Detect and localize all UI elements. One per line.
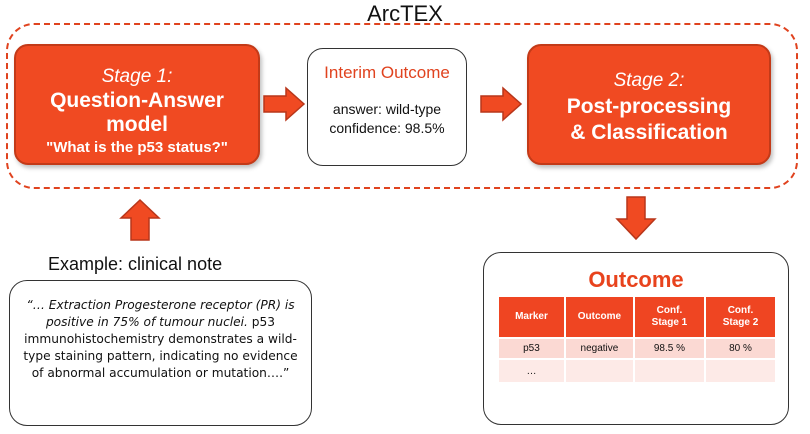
arrow-down-icon: [615, 196, 657, 241]
header-conf-stage2: Conf. Stage 2: [705, 297, 775, 337]
stage2-name: Post-processing & Classification: [566, 95, 732, 144]
outcome-title: Outcome: [588, 267, 684, 292]
header-marker: Marker: [499, 297, 564, 337]
note-text-p53: p53 immunohistochemistry demonstrates a …: [23, 315, 298, 380]
cell-conf-stage2: [705, 360, 775, 382]
table-row: p53 negative 98.5 % 80 %: [499, 339, 775, 358]
header-conf-stage1: Conf. Stage 1: [634, 297, 704, 337]
example-label: Example: clinical note: [48, 254, 223, 274]
stage1-question: "What is the p53 status?": [46, 139, 228, 156]
stage2-box: Stage 2: Post-processing & Classificatio…: [527, 44, 771, 165]
stage1-label: Stage 1:: [101, 66, 173, 87]
cell-outcome: [565, 360, 633, 382]
table-row: …: [499, 360, 775, 382]
note-text-italic-1: “… Extraction: [26, 298, 115, 312]
interim-outcome-box: Interim Outcome answer: wild-type confid…: [307, 48, 467, 166]
arrow-right-icon: [480, 86, 523, 122]
arrow-right-icon: [263, 86, 306, 122]
diagram-title: ArcTEX: [367, 1, 443, 26]
interim-answer: answer: wild-type: [332, 101, 442, 117]
outcome-table-header: Marker Outcome Conf. Stage 1 Conf. Stage…: [499, 297, 775, 337]
cell-marker: …: [499, 360, 564, 382]
outcome-table: Marker Outcome Conf. Stage 1 Conf. Stage…: [497, 295, 777, 384]
outcome-box: Outcome Marker Outcome Conf. Stage 1 Con…: [483, 252, 789, 425]
arrow-up-icon: [119, 198, 161, 241]
header-outcome: Outcome: [565, 297, 633, 337]
cell-marker: p53: [499, 339, 564, 358]
stage1-box: Stage 1: Question-Answer model "What is …: [14, 44, 260, 165]
arctex-pipeline-boundary: [6, 23, 798, 189]
stage1-name: Question-Answer model: [50, 89, 224, 136]
note-text-pr: Progesterone receptor (PR) is positive i…: [45, 298, 295, 329]
cell-conf-stage2: 80 %: [705, 339, 775, 358]
interim-title: Interim Outcome: [324, 63, 450, 82]
cell-conf-stage1: [634, 360, 704, 382]
cell-conf-stage1: 98.5 %: [634, 339, 704, 358]
interim-confidence: confidence: 98.5%: [329, 120, 445, 136]
clinical-note-box: “… Extraction Progesterone receptor (PR)…: [9, 280, 312, 426]
cell-outcome: negative: [565, 339, 633, 358]
stage2-label: Stage 2:: [613, 70, 685, 91]
